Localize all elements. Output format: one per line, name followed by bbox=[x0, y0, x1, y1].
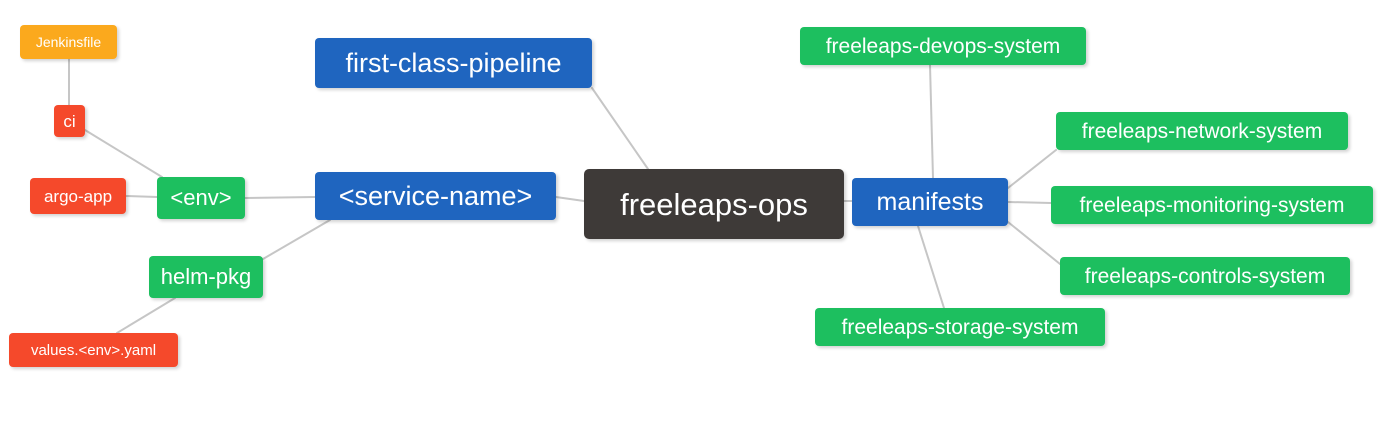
mindmap-node-jenkinsfile[interactable]: Jenkinsfile bbox=[20, 25, 117, 59]
edge-freeleaps-monitoring-system-to-manifests bbox=[1007, 201, 1052, 204]
edge-freeleaps-controls-system-to-manifests bbox=[1007, 221, 1061, 265]
edge-service-name-to-freeleaps-ops bbox=[555, 196, 585, 202]
edge-argo-app-to-env bbox=[125, 195, 158, 198]
mindmap-node-label: first-class-pipeline bbox=[345, 47, 562, 78]
mindmap-node-values-env-yaml[interactable]: values.<env>.yaml bbox=[9, 333, 178, 367]
mindmap-node-label: freeleaps-devops-system bbox=[825, 34, 1061, 58]
mindmap-node-label: manifests bbox=[876, 187, 984, 216]
mindmap-node-freeleaps-ops[interactable]: freeleaps-ops bbox=[584, 169, 844, 239]
mindmap-node-freeleaps-monitoring-system[interactable]: freeleaps-monitoring-system bbox=[1051, 186, 1373, 224]
edge-freeleaps-storage-system-to-manifests bbox=[917, 225, 945, 309]
mindmap-node-label: freeleaps-network-system bbox=[1081, 119, 1323, 143]
mindmap-node-label: values.<env>.yaml bbox=[30, 341, 157, 359]
edge-helm-pkg-to-service-name bbox=[262, 219, 331, 260]
mindmap-node-label: freeleaps-controls-system bbox=[1084, 264, 1326, 288]
mindmap-node-label: freeleaps-storage-system bbox=[841, 315, 1079, 339]
mindmap-node-freeleaps-devops-system[interactable]: freeleaps-devops-system bbox=[800, 27, 1086, 65]
edge-values-env-yaml-to-helm-pkg bbox=[116, 297, 176, 334]
mindmap-node-label: Jenkinsfile bbox=[35, 34, 102, 50]
mindmap-node-freeleaps-controls-system[interactable]: freeleaps-controls-system bbox=[1060, 257, 1350, 295]
mindmap-node-service-name[interactable]: <service-name> bbox=[315, 172, 556, 220]
mindmap-node-helm-pkg[interactable]: helm-pkg bbox=[149, 256, 263, 298]
mindmap-node-label: <env> bbox=[170, 185, 232, 210]
mindmap-node-label: freeleaps-ops bbox=[620, 186, 808, 222]
mindmap-node-env[interactable]: <env> bbox=[157, 177, 245, 219]
mindmap-node-label: freeleaps-monitoring-system bbox=[1079, 193, 1345, 217]
mindmap-node-argo-app[interactable]: argo-app bbox=[30, 178, 126, 214]
mindmap-node-manifests[interactable]: manifests bbox=[852, 178, 1008, 226]
mindmap-node-label: <service-name> bbox=[338, 180, 533, 211]
edge-ci-to-env bbox=[84, 129, 163, 178]
edge-env-to-service-name bbox=[244, 196, 316, 199]
mindmap-node-label: ci bbox=[63, 111, 76, 131]
edge-freeleaps-network-system-to-manifests bbox=[1007, 149, 1057, 189]
edge-first-class-pipeline-to-freeleaps-ops bbox=[591, 87, 649, 170]
mindmap-node-freeleaps-network-system[interactable]: freeleaps-network-system bbox=[1056, 112, 1348, 150]
mindmap-node-label: argo-app bbox=[43, 186, 113, 206]
edge-freeleaps-devops-system-to-manifests bbox=[929, 64, 934, 179]
mindmap-node-ci[interactable]: ci bbox=[54, 105, 85, 137]
mindmap-node-freeleaps-storage-system[interactable]: freeleaps-storage-system bbox=[815, 308, 1105, 346]
mindmap-node-label: helm-pkg bbox=[160, 264, 252, 289]
mindmap-node-first-class-pipeline[interactable]: first-class-pipeline bbox=[315, 38, 592, 88]
